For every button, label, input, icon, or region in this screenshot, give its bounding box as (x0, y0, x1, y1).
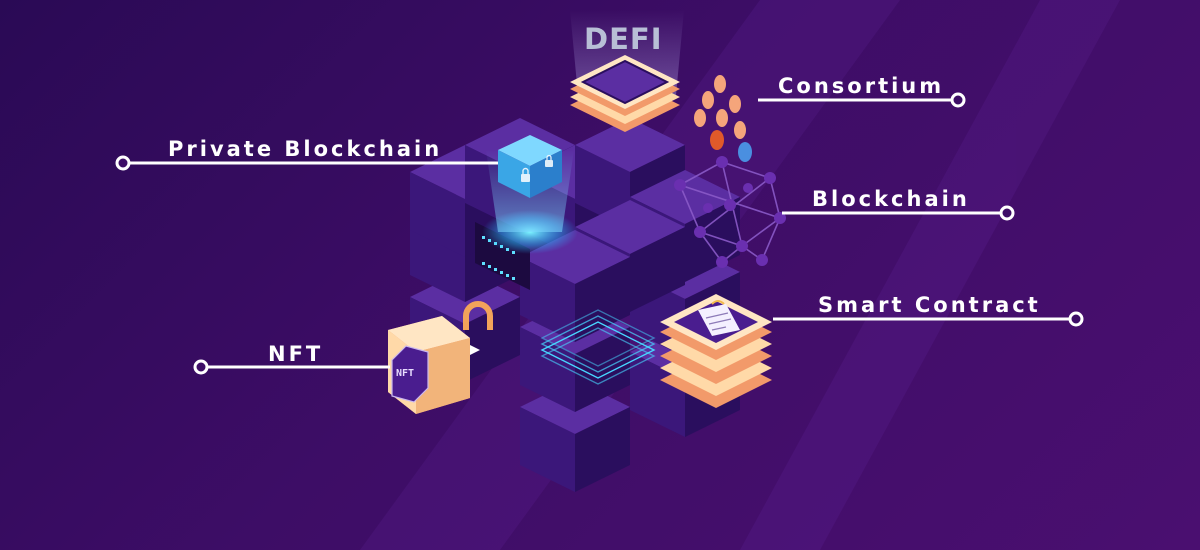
nft-badge-text: NFT (396, 368, 415, 379)
consortium-label: Consortium (778, 74, 945, 98)
nft-padlock (388, 301, 493, 414)
blockchain-nodes (674, 156, 786, 268)
defi-label: DEFI (584, 22, 663, 56)
consortium-people-icon (694, 75, 752, 162)
nft-badge-icon (391, 345, 429, 403)
private-blockchain-cube (482, 135, 578, 254)
blockchain-label: Blockchain (812, 187, 970, 211)
connector-dots (115, 92, 1084, 375)
hologram-layers (540, 309, 656, 385)
document-icon (698, 300, 740, 336)
smart-contract-label: Smart Contract (818, 293, 1041, 317)
smart-contract-stack (660, 294, 772, 408)
lock-icon (521, 154, 553, 182)
private-blockchain-label: Private Blockchain (168, 137, 443, 161)
defi-stack (570, 10, 684, 132)
nft-label: NFT (268, 342, 324, 366)
connectors (123, 98, 1076, 369)
